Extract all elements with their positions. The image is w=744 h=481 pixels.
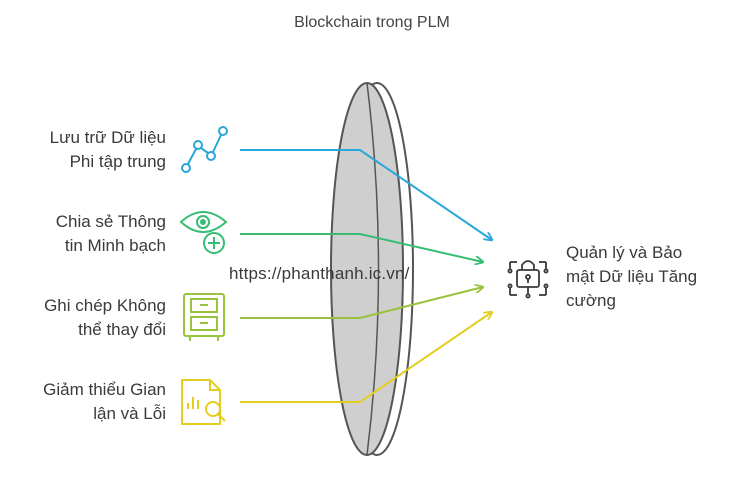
output-label-enhanced-security: Quản lý và Bảo mật Dữ liệu Tăng cường [566, 241, 736, 313]
diagram-title: Blockchain trong PLM [294, 14, 450, 31]
input-label-fraud-reduction: Giảm thiểu Gian lận và Lỗi [0, 378, 166, 426]
label-line: Giảm thiểu Gian [43, 380, 166, 399]
label-line: Quản lý và Bảo [566, 243, 683, 262]
label-line: Phi tập trung [69, 152, 166, 171]
connector-line-transparent [240, 233, 483, 262]
label-line: tin Minh bạch [64, 236, 166, 255]
label-line: mật Dữ liệu Tăng [566, 267, 698, 286]
cabinet-icon [183, 293, 225, 341]
label-line: Chia sẻ Thông [55, 212, 166, 231]
label-line: cường [566, 291, 616, 310]
connector-line-fraud [240, 312, 492, 403]
connector-line-decentralized [240, 149, 492, 240]
eye-plus-icon [179, 211, 228, 254]
connector-line-immutable [240, 287, 483, 319]
decentralized-nodes-icon [181, 126, 228, 173]
input-label-transparent-sharing: Chia sẻ Thông tin Minh bạch [0, 210, 166, 258]
watermark-url: https://phanthanh.ic.vn/ [229, 264, 410, 283]
input-label-immutable-records: Ghi chép Không thể thay đổi [0, 294, 166, 342]
label-line: lận và Lỗi [93, 404, 166, 423]
document-search-icon [181, 379, 226, 425]
input-label-decentralized-storage: Lưu trữ Dữ liệu Phi tập trung [0, 126, 166, 174]
label-line: thể thay đổi [78, 320, 166, 339]
label-line: Ghi chép Không [44, 296, 166, 315]
secure-lock-icon [507, 260, 549, 299]
label-line: Lưu trữ Dữ liệu [49, 128, 166, 147]
lens-shape [330, 82, 414, 456]
